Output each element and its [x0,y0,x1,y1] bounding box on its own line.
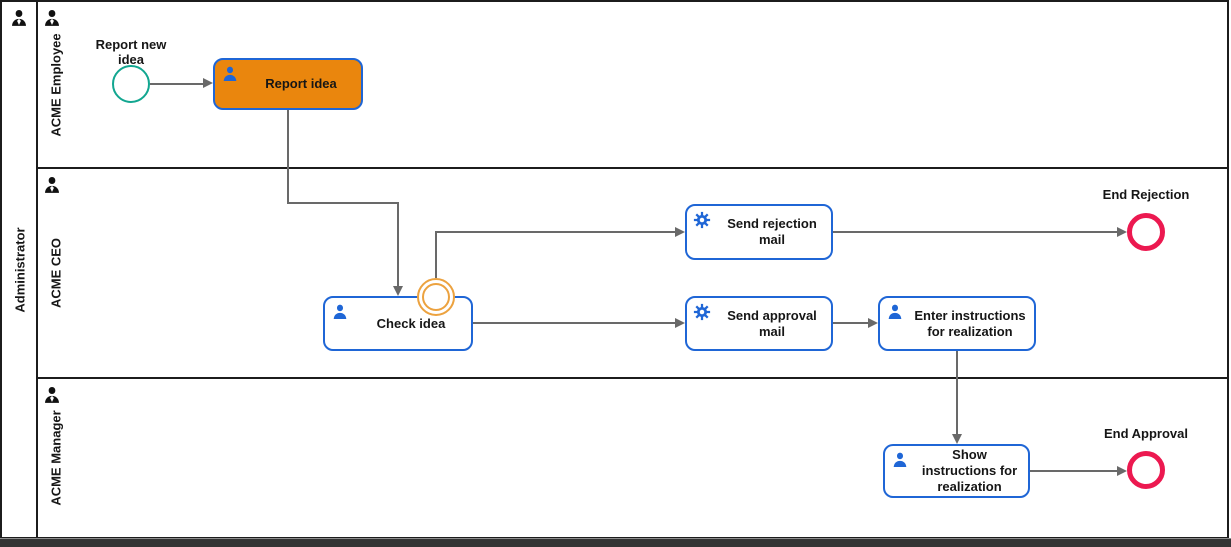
lanes-container: ACME Employee ACME CEO ACME Manager [38,2,1227,537]
task-show-instructions[interactable]: Show instructions for realization [883,444,1030,498]
arrowhead-icon [203,78,213,88]
flow-segment [287,110,289,203]
boundary-event-inner-ring [422,283,450,311]
arrowhead-icon [1117,227,1127,237]
user-icon [333,304,347,320]
flow-segment [287,202,399,204]
flow-segment [833,322,868,324]
flow-segment [956,351,958,434]
task-enter-instructions[interactable]: Enter instructions for realization [878,296,1036,351]
task-send-approval-mail[interactable]: Send approval mail [685,296,833,351]
task-label: Report idea [265,76,337,91]
lane-label: ACME Manager [48,410,64,506]
start-event[interactable] [112,65,150,103]
end-rejection-label[interactable]: End Rejection [1102,187,1190,202]
participant-icon [45,10,59,26]
arrowhead-icon [675,227,685,237]
flow-segment [833,231,1117,233]
task-label: Check idea [376,315,446,331]
task-send-rejection-mail[interactable]: Send rejection mail [685,204,833,260]
pool-header[interactable]: Administrator [2,2,38,537]
end-event-approval[interactable] [1127,451,1165,489]
arrowhead-icon [868,318,878,328]
arrowhead-icon [675,318,685,328]
gear-icon [693,303,711,321]
user-icon [888,304,902,320]
task-report-idea[interactable]: Report idea [213,58,363,110]
end-approval-label[interactable]: End Approval [1103,426,1189,441]
flow-segment [150,83,203,85]
user-icon [893,452,907,468]
arrowhead-icon [952,434,962,444]
arrowhead-icon [1117,466,1127,476]
task-label: Enter instructions for realization [914,307,1026,339]
boundary-event[interactable] [417,278,455,316]
bottom-bar [0,538,1231,547]
arrowhead-icon [393,286,403,296]
task-label: Show instructions for realization [921,447,1018,494]
task-label: Send rejection mail [727,216,817,247]
task-label: Send approval mail [727,307,817,339]
gear-icon [693,211,711,229]
pool-label: Administrator [12,226,28,313]
lane-acme-manager[interactable]: ACME Manager [38,379,1227,537]
flow-segment [1030,470,1117,472]
end-event-rejection[interactable] [1127,213,1165,251]
lane-acme-ceo[interactable]: ACME CEO [38,169,1227,379]
lane-label: ACME Employee [48,32,64,137]
start-event-label[interactable]: Report new idea [95,37,167,67]
participant-icon [45,387,59,403]
flow-segment [435,231,675,233]
lane-label: ACME CEO [48,237,64,309]
participant-icon [12,10,26,26]
participant-icon [45,177,59,193]
flow-segment [397,202,399,286]
flow-segment [435,231,437,278]
user-icon [223,66,237,82]
flow-segment [473,322,675,324]
